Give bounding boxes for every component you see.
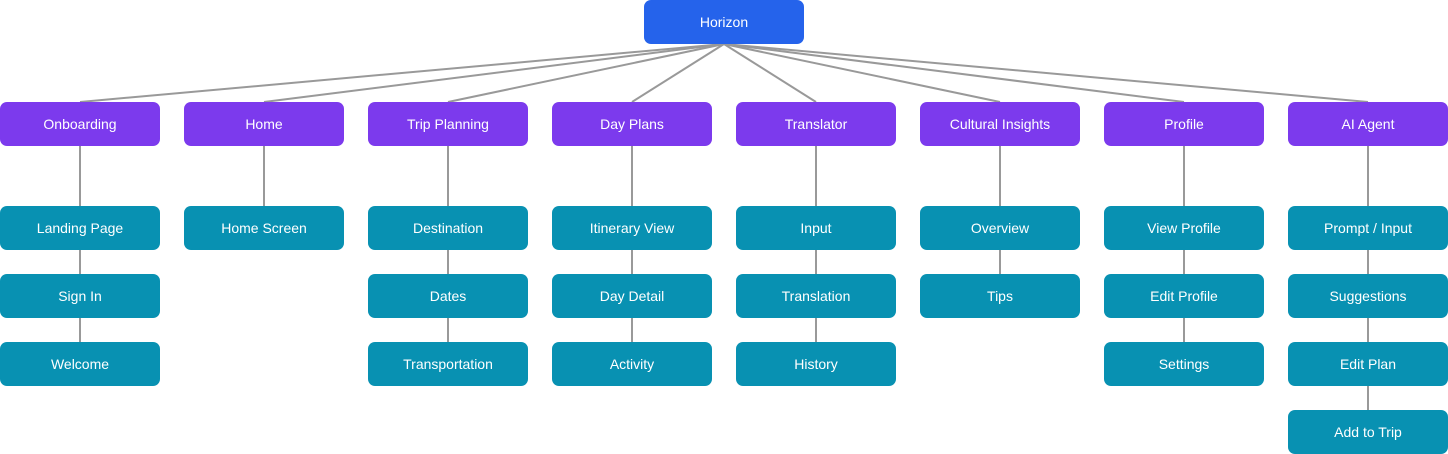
- section-node-profile: Profile: [1104, 102, 1264, 146]
- root-node: Horizon: [644, 0, 804, 44]
- page-node-input: Input: [736, 206, 896, 250]
- page-node-activity: Activity: [552, 342, 712, 386]
- connector-root-to-trip-planning: [447, 43, 725, 103]
- section-node-home: Home: [184, 102, 344, 146]
- section-node-ai-agent: AI Agent: [1288, 102, 1448, 146]
- page-node-sign-in: Sign In: [0, 274, 160, 318]
- page-node-transportation: Transportation: [368, 342, 528, 386]
- page-node-settings: Settings: [1104, 342, 1264, 386]
- page-node-translation: Translation: [736, 274, 896, 318]
- connector-root-to-home: [263, 43, 725, 103]
- section-node-trip-planning: Trip Planning: [368, 102, 528, 146]
- section-node-day-plans: Day Plans: [552, 102, 712, 146]
- connector-root-to-cultural-insights: [723, 43, 1001, 103]
- page-node-tips: Tips: [920, 274, 1080, 318]
- connector-root-to-translator: [723, 43, 817, 103]
- page-node-suggestions: Suggestions: [1288, 274, 1448, 318]
- page-node-prompt-input: Prompt / Input: [1288, 206, 1448, 250]
- page-node-view-profile: View Profile: [1104, 206, 1264, 250]
- page-node-edit-profile: Edit Profile: [1104, 274, 1264, 318]
- connector-root-to-day-plans: [631, 43, 725, 103]
- page-node-add-to-trip: Add to Trip: [1288, 410, 1448, 454]
- page-node-itinerary-view: Itinerary View: [552, 206, 712, 250]
- page-node-landing-page: Landing Page: [0, 206, 160, 250]
- page-node-welcome: Welcome: [0, 342, 160, 386]
- section-node-onboarding: Onboarding: [0, 102, 160, 146]
- page-node-history: History: [736, 342, 896, 386]
- section-node-translator: Translator: [736, 102, 896, 146]
- page-node-edit-plan: Edit Plan: [1288, 342, 1448, 386]
- page-node-day-detail: Day Detail: [552, 274, 712, 318]
- page-node-overview: Overview: [920, 206, 1080, 250]
- page-node-home-screen: Home Screen: [184, 206, 344, 250]
- connector-root-to-onboarding: [79, 43, 725, 103]
- page-node-dates: Dates: [368, 274, 528, 318]
- connector-root-to-ai-agent: [723, 43, 1369, 103]
- page-node-destination: Destination: [368, 206, 528, 250]
- connector-root-to-profile: [723, 43, 1185, 103]
- section-node-cultural-insights: Cultural Insights: [920, 102, 1080, 146]
